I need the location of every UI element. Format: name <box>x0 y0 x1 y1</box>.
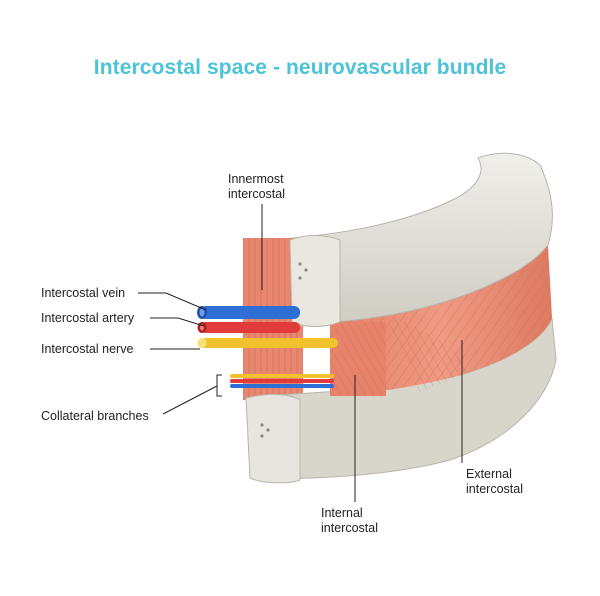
diagram-title: Intercostal space - neurovascular bundle <box>93 56 507 79</box>
intercostal-nerve-fiber <box>197 338 338 348</box>
label-intercostal-artery: Intercostal artery <box>41 311 135 325</box>
label-intercostal-vein: Intercostal vein <box>41 286 126 300</box>
label-external-intercostal: External intercostal <box>466 467 523 496</box>
label-collateral-branches: Collateral branches <box>41 409 149 423</box>
internal-intercostal-muscle <box>330 322 386 396</box>
label-internal-intercostal: Internal intercostal <box>321 506 378 535</box>
leader-lines <box>138 204 463 502</box>
collateral-branches-bundle <box>230 374 334 388</box>
label-intercostal-nerve: Intercostal nerve <box>41 342 134 356</box>
label-innermost-intercostal: Innermost intercostal <box>228 172 285 201</box>
intercostal-artery-vessel <box>197 322 300 333</box>
lower-rib <box>245 317 557 484</box>
upper-rib <box>289 152 553 327</box>
intercostal-vein-vessel <box>197 306 300 319</box>
